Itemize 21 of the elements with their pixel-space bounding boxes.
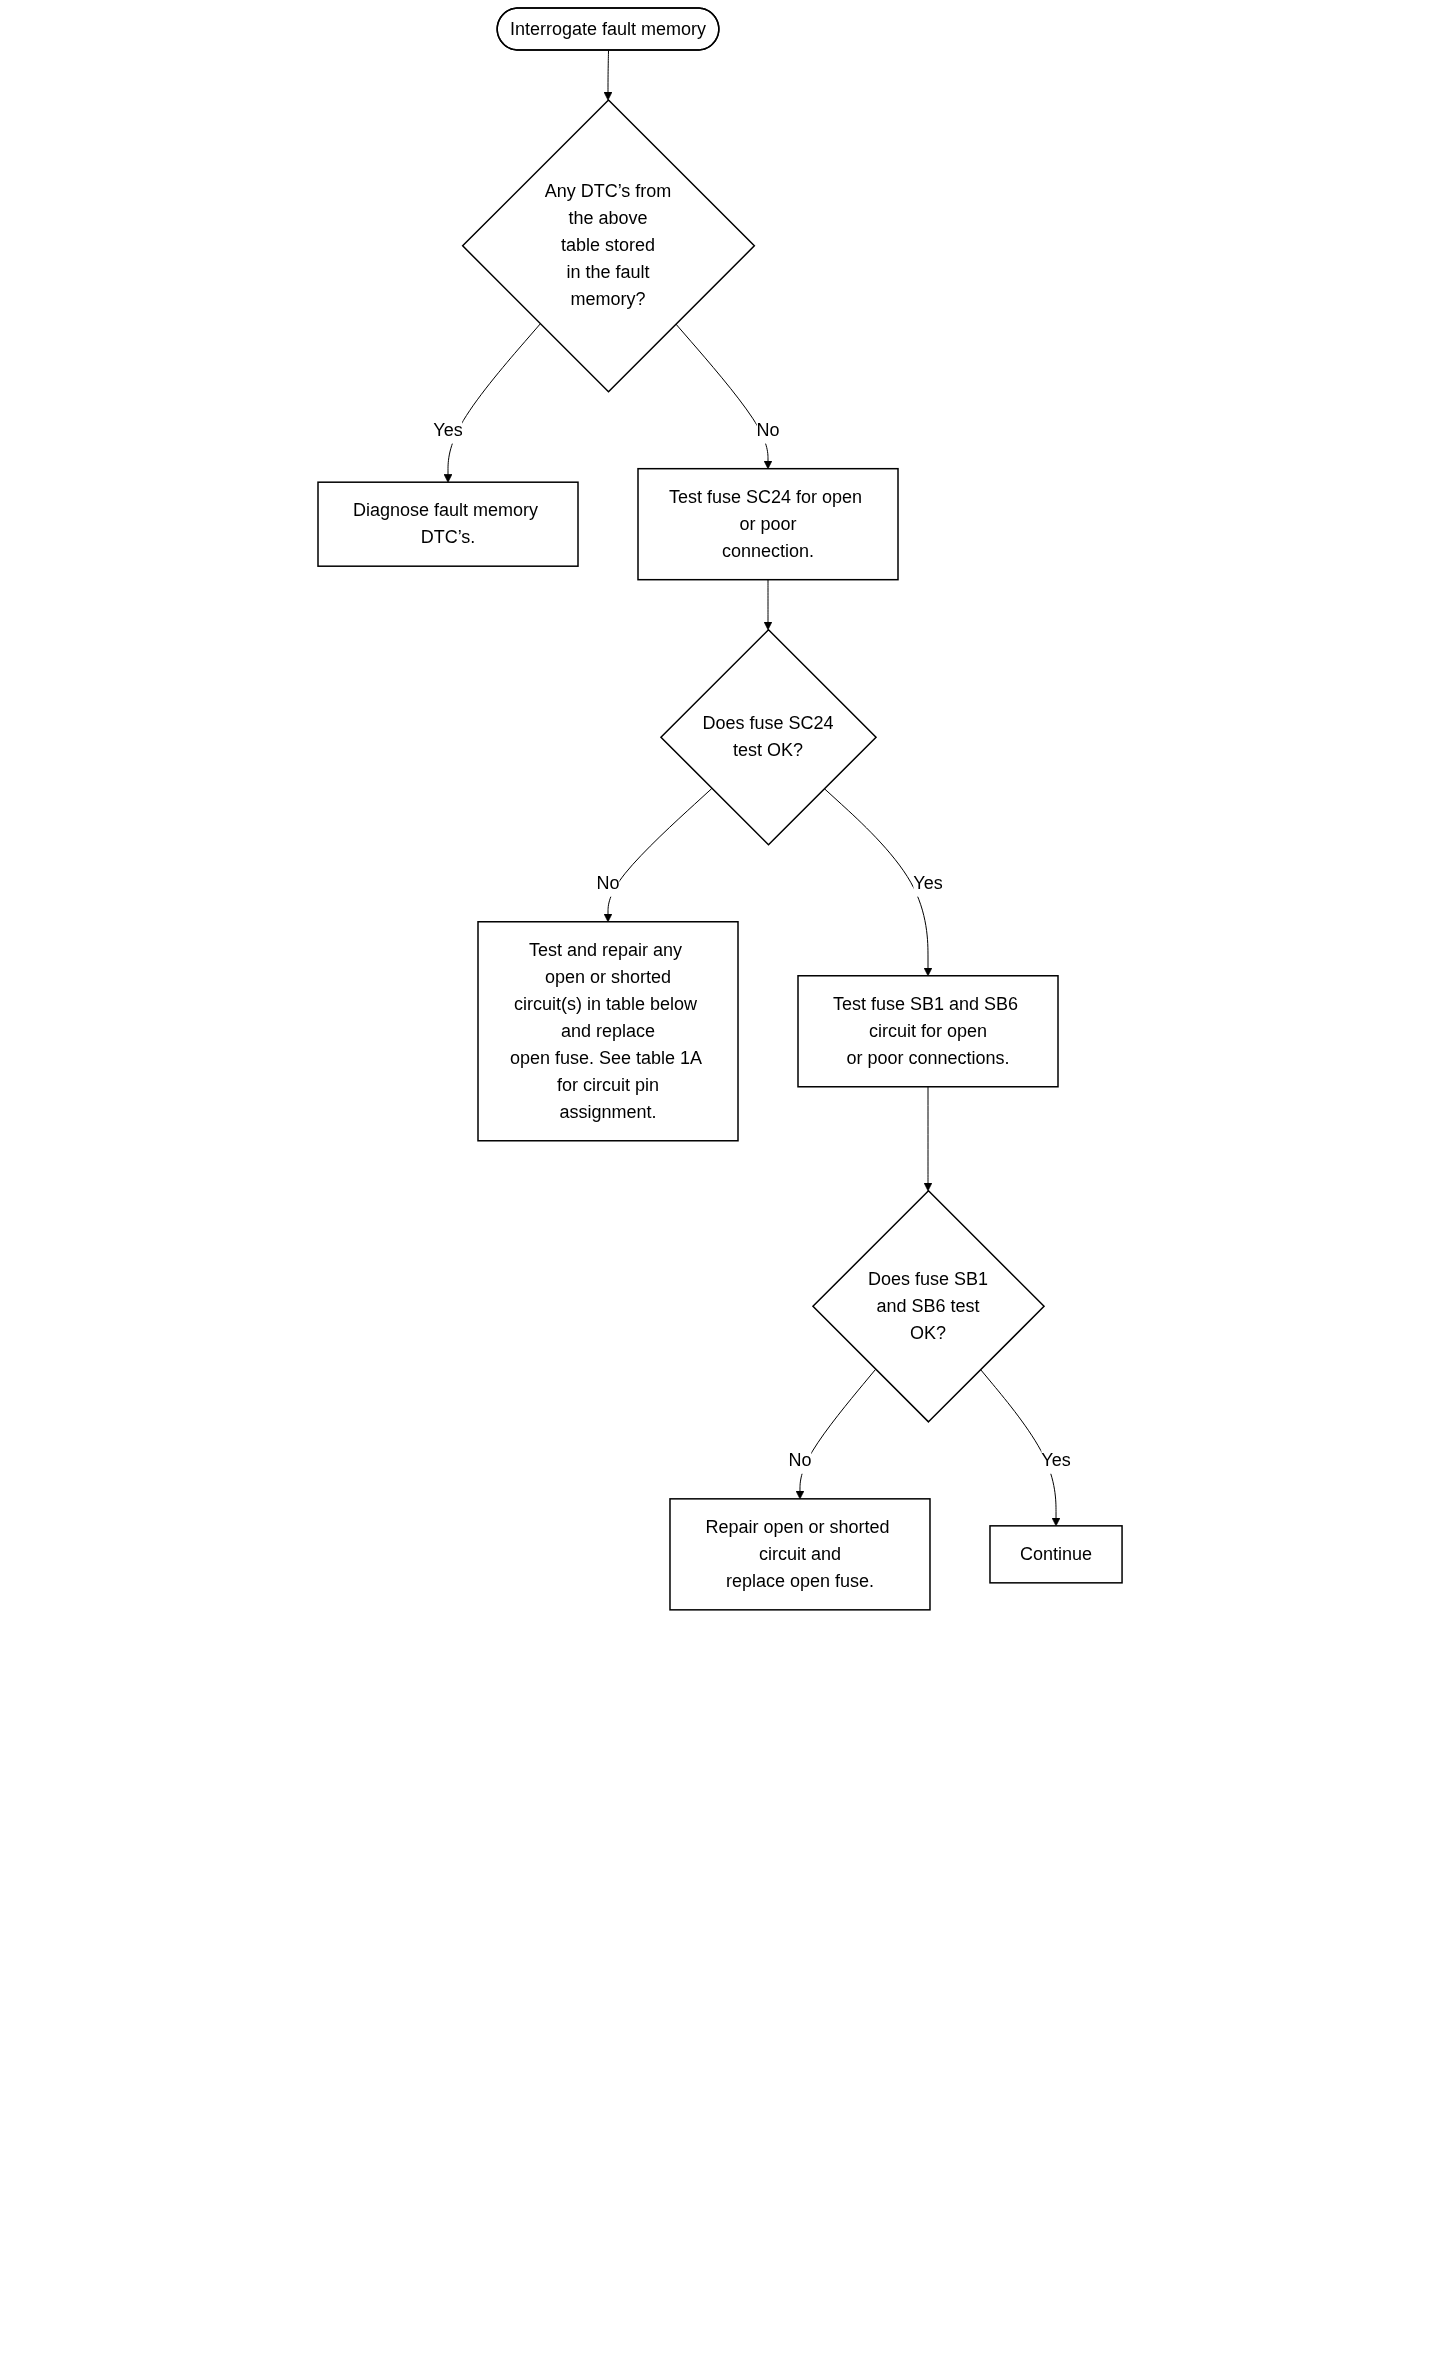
edge-label: Yes <box>1041 1449 1072 1470</box>
arrow <box>824 788 933 977</box>
edge-label: Yes <box>913 872 944 893</box>
arrow <box>604 788 713 923</box>
edge-label: Yes <box>433 419 464 440</box>
node-box: Test fuse SC24 for open or poor connection. <box>637 467 900 581</box>
node-box: Diagnose fault memory DTC’s. <box>317 481 580 567</box>
node-box: Continue <box>989 1525 1124 1584</box>
node-box: Repair open or shorted circuit and replace open fuse. <box>669 1498 932 1611</box>
arrow <box>604 50 613 101</box>
edge-label: No <box>596 872 620 893</box>
node-diamond: Does fuse SC24 test OK? <box>660 628 878 846</box>
edge-label: No <box>756 419 780 440</box>
node-box: Test and repair any open or shorted circuit(s) in table below and replace open fuse. See table 1A for circuit pin assignment. <box>477 921 740 1142</box>
arrow <box>764 579 773 631</box>
node-diamond: Any DTC’s from the above table stored in the fault memory? <box>462 98 756 393</box>
node-box: Test fuse SB1 and SB6 circuit for open or poor connections. <box>797 975 1060 1088</box>
arrow <box>924 1086 933 1192</box>
edge-label: No <box>788 1449 812 1470</box>
arrow <box>675 323 773 470</box>
node-diamond: Does fuse SB1 and SB6 test OK? <box>812 1189 1046 1423</box>
